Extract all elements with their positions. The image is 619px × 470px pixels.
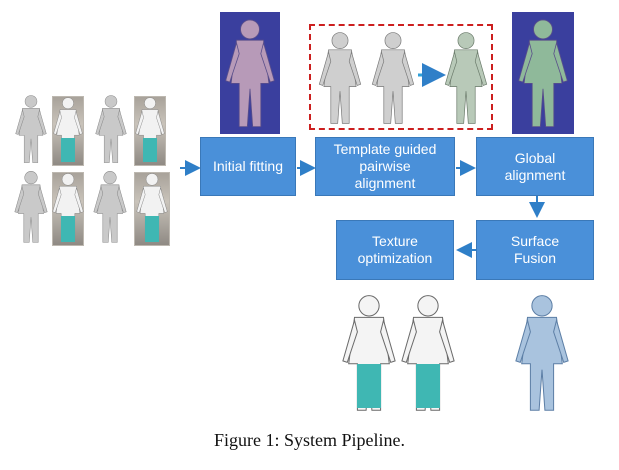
step-global-alignment: Global alignment [476,137,594,196]
step-global-label-1: Global [514,149,556,166]
step-template-guided-pairwise-alignment: Template guided pairwise alignment [315,137,455,196]
step-texture-optimization: Texture optimization [336,220,454,280]
step-surface-label-1: Surface [510,233,560,249]
step-texture-label-1: Texture [372,233,418,249]
step-surface-fusion: Surface Fusion [476,220,594,280]
step-template-guided-label-2: pairwise [359,158,411,174]
step-texture-label-2: optimization [357,250,433,266]
step-initial-fitting-label: Initial fitting [212,158,284,174]
pairwise-alignment-frame [309,24,493,130]
figure-caption: Figure 1: System Pipeline. [214,430,405,450]
step-template-guided-label-3: alignment [354,175,416,191]
step-global-label-2: alignment [504,166,566,183]
step-surface-label-2: Fusion [513,250,557,266]
step-initial-fitting: Initial fitting [200,137,296,196]
step-template-guided-label-1: Template guided [333,141,437,157]
